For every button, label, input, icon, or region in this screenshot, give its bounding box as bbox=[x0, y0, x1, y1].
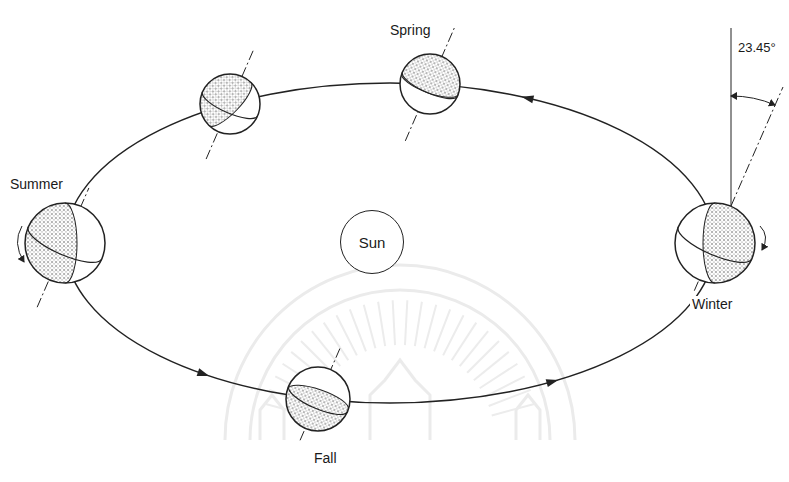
earth-node: Summer bbox=[25, 203, 105, 283]
vertical-reference-line bbox=[731, 28, 732, 206]
earth-outline bbox=[200, 74, 260, 134]
rotation-arrow bbox=[17, 226, 24, 262]
tilted-axis-line bbox=[731, 87, 783, 206]
equator-group bbox=[399, 72, 458, 104]
equator-group bbox=[199, 92, 258, 124]
equator-group bbox=[674, 227, 752, 270]
night-shading bbox=[25, 203, 77, 283]
watermark-ray bbox=[460, 331, 488, 366]
equator-group bbox=[285, 386, 348, 420]
equator-line bbox=[24, 227, 102, 270]
season-label: Spring bbox=[388, 22, 432, 38]
sun-label: Sun bbox=[359, 234, 386, 251]
earth-outline bbox=[286, 367, 350, 431]
night-side bbox=[703, 203, 755, 283]
watermark-arc bbox=[225, 265, 575, 440]
terminator-line bbox=[288, 380, 352, 410]
watermark bbox=[225, 265, 575, 440]
watermark-ray bbox=[378, 302, 385, 346]
night-side bbox=[25, 203, 77, 283]
season-label: Fall bbox=[312, 450, 339, 466]
watermark-ray bbox=[425, 305, 437, 348]
season-label: Winter bbox=[690, 296, 734, 312]
earth-outline bbox=[25, 203, 105, 283]
earth-figure bbox=[277, 367, 351, 440]
orbit-arrowhead bbox=[197, 368, 210, 376]
orbit-arrowhead bbox=[546, 379, 559, 387]
earth-node: Fall bbox=[286, 367, 350, 431]
watermark-ray bbox=[492, 404, 535, 416]
earth-figure bbox=[399, 45, 469, 114]
watermark-ray bbox=[480, 364, 518, 389]
equator-line bbox=[674, 227, 752, 270]
equator-group bbox=[24, 227, 102, 270]
watermark-arc bbox=[250, 290, 550, 440]
terminator-line bbox=[65, 203, 77, 283]
watermark-emblem bbox=[370, 360, 430, 440]
earth-outline bbox=[400, 54, 460, 114]
orbit-arrowhead bbox=[522, 95, 535, 103]
sun-circle: Sun bbox=[340, 210, 404, 274]
earth-figure bbox=[674, 203, 756, 283]
watermark-emblem bbox=[516, 395, 540, 440]
watermark-ray bbox=[443, 315, 463, 355]
earth-drawing bbox=[286, 367, 350, 431]
equator-line bbox=[199, 92, 258, 124]
watermark-ray bbox=[474, 352, 509, 380]
earth-node: Winter bbox=[675, 203, 755, 283]
watermark-ray bbox=[324, 323, 349, 361]
watermark-ray bbox=[405, 300, 407, 345]
watermark-emblem bbox=[260, 395, 284, 440]
earth-drawing bbox=[675, 203, 755, 283]
terminator-line bbox=[703, 203, 715, 283]
night-shading bbox=[188, 62, 258, 132]
earth-node: Spring bbox=[400, 54, 460, 114]
watermark-ray bbox=[364, 305, 376, 348]
watermark-ray bbox=[467, 341, 499, 373]
earth-disc bbox=[675, 203, 755, 283]
orbit-arrows bbox=[197, 93, 559, 387]
earth-drawing bbox=[25, 203, 105, 283]
earth-figure bbox=[188, 62, 260, 134]
tilt-angle-arc bbox=[731, 96, 775, 105]
night-side bbox=[188, 62, 258, 132]
watermark-ray bbox=[415, 302, 422, 346]
earth-figure bbox=[24, 203, 105, 283]
rotation-arrow bbox=[760, 226, 766, 250]
night-shading bbox=[703, 203, 755, 283]
watermark-ray bbox=[393, 300, 395, 345]
earth-axes bbox=[37, 27, 731, 440]
earth-disc bbox=[25, 203, 105, 283]
watermark-ray bbox=[350, 309, 366, 351]
equator-line bbox=[285, 386, 348, 420]
watermark-ray bbox=[452, 323, 477, 361]
orbit-ellipse bbox=[65, 83, 715, 403]
watermark-ray bbox=[312, 331, 340, 366]
equator-line bbox=[399, 72, 458, 104]
season-label: Summer bbox=[8, 176, 65, 192]
tilt-angle-label: 23.45° bbox=[736, 40, 778, 55]
earth-drawing bbox=[400, 54, 460, 114]
earth-outline bbox=[675, 203, 755, 283]
earth-figure bbox=[188, 62, 260, 134]
